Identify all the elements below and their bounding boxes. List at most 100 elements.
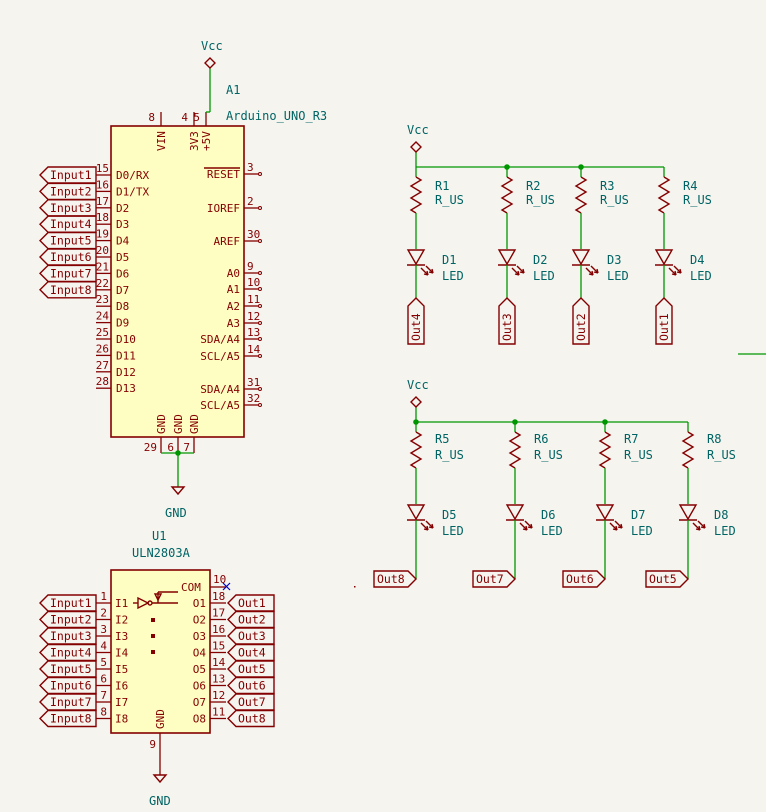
net-label-flag — [39, 676, 97, 695]
pin-number: 9 — [247, 260, 254, 273]
led-arrow — [519, 522, 528, 531]
led-arrow-head — [428, 268, 434, 274]
led-triangle — [678, 504, 698, 521]
net-label: Out1 — [238, 596, 266, 610]
pin-name: D4 — [116, 235, 130, 248]
led-value: LED — [714, 524, 736, 538]
net-label-flag — [562, 570, 606, 588]
net-label: Input2 — [50, 613, 92, 627]
led-triangle — [571, 249, 591, 266]
resistor-symbol — [574, 176, 588, 214]
pin-number: 6 — [100, 673, 107, 686]
pin-end-circle — [258, 304, 262, 308]
led-ref: D1 — [442, 253, 456, 267]
pin-number: 25 — [96, 326, 109, 339]
pin-end-circle — [258, 172, 262, 176]
resistor-symbol — [500, 176, 514, 214]
pin-name: O5 — [193, 663, 206, 676]
pin-name: GND — [172, 414, 185, 434]
led-arrow — [511, 267, 520, 276]
gnd-label: GND — [149, 794, 171, 808]
pin-name: SCL/A5 — [200, 350, 240, 363]
net-label-flag — [655, 297, 673, 345]
pin-name: IOREF — [207, 202, 240, 215]
led-arrow — [425, 265, 434, 274]
led-value: LED — [541, 524, 563, 538]
net-label: Out2 — [574, 313, 588, 341]
pin-number: 31 — [247, 376, 260, 389]
pin-number: 2 — [100, 607, 107, 620]
vcc-label: Vcc — [407, 123, 429, 137]
led-value: LED — [442, 524, 464, 538]
net-label-flag — [227, 709, 275, 728]
led-arrow-head — [612, 525, 618, 531]
resistor-ref: R2 — [526, 179, 540, 193]
net-label-flag — [39, 215, 97, 233]
repeat-dot — [151, 634, 155, 638]
net-label-flag — [39, 231, 97, 250]
pin-number: 16 — [96, 178, 109, 191]
net-label-flag — [39, 627, 97, 645]
pin-number: 18 — [212, 590, 225, 603]
pin-number: 5 — [193, 111, 200, 124]
pin-number: 14 — [247, 343, 261, 356]
resistor-value: R_US — [435, 448, 464, 462]
led-triangle — [406, 249, 426, 266]
led-arrow-head — [423, 525, 429, 531]
pin-name: O8 — [193, 713, 206, 726]
pin-number: 15 — [96, 162, 109, 175]
resistor-value: R_US — [707, 448, 736, 462]
net-label: Out3 — [238, 629, 266, 643]
pin-name: O7 — [193, 696, 206, 709]
resistor-ref: R8 — [707, 432, 721, 446]
net-label: Input4 — [50, 217, 92, 231]
net-label-flag — [39, 693, 97, 711]
resistor-ref: R3 — [600, 179, 614, 193]
vcc-label: Vcc — [407, 378, 429, 392]
pin-name: GND — [188, 414, 201, 434]
net-label-flag — [39, 610, 97, 629]
led-arrow-head — [423, 270, 429, 276]
led-arrow-head — [428, 523, 434, 529]
uln-body — [110, 569, 211, 734]
resistor-ref: R7 — [624, 432, 638, 446]
net-label-flag — [227, 594, 275, 612]
led-triangle — [595, 504, 615, 521]
net-label: Out6 — [238, 679, 266, 693]
pin-number: 7 — [100, 689, 107, 702]
pin-end-circle — [258, 387, 262, 391]
resistor-symbol — [409, 431, 423, 469]
net-label: Input3 — [50, 201, 92, 215]
vcc-flag — [410, 396, 422, 408]
net-label-flag — [498, 297, 516, 345]
led-ref: D5 — [442, 508, 456, 522]
pin-number: 27 — [96, 359, 109, 372]
pin-number: 15 — [212, 640, 225, 653]
resistor-value: R_US — [683, 193, 712, 207]
led-ref: D8 — [714, 508, 728, 522]
resistor-symbol — [657, 176, 671, 214]
led-arrow-head — [519, 268, 525, 274]
led-arrow-head — [695, 525, 701, 531]
net-label-flag — [227, 660, 275, 678]
net-label: Out5 — [649, 572, 677, 586]
led-arrow-head — [676, 268, 682, 274]
net-label-flag — [407, 297, 425, 345]
pin-number: 24 — [96, 310, 110, 323]
led-arrow — [585, 267, 594, 276]
led-arrow — [697, 520, 706, 529]
resistor-ref: R1 — [435, 179, 449, 193]
pin-name: D8 — [116, 300, 129, 313]
net-label: Input6 — [50, 679, 92, 693]
pin-name: A0 — [227, 267, 240, 280]
led-arrow-head — [527, 523, 533, 529]
net-label: Out7 — [238, 695, 266, 709]
led-arrow-head — [514, 270, 520, 276]
repeat-dot — [151, 618, 155, 622]
pin-number: 12 — [212, 689, 225, 702]
pin-number: 22 — [96, 277, 109, 290]
pin-number: 4 — [100, 640, 107, 653]
arduino-body — [110, 125, 245, 438]
resistor-value: R_US — [600, 193, 629, 207]
led-arrow — [524, 520, 533, 529]
